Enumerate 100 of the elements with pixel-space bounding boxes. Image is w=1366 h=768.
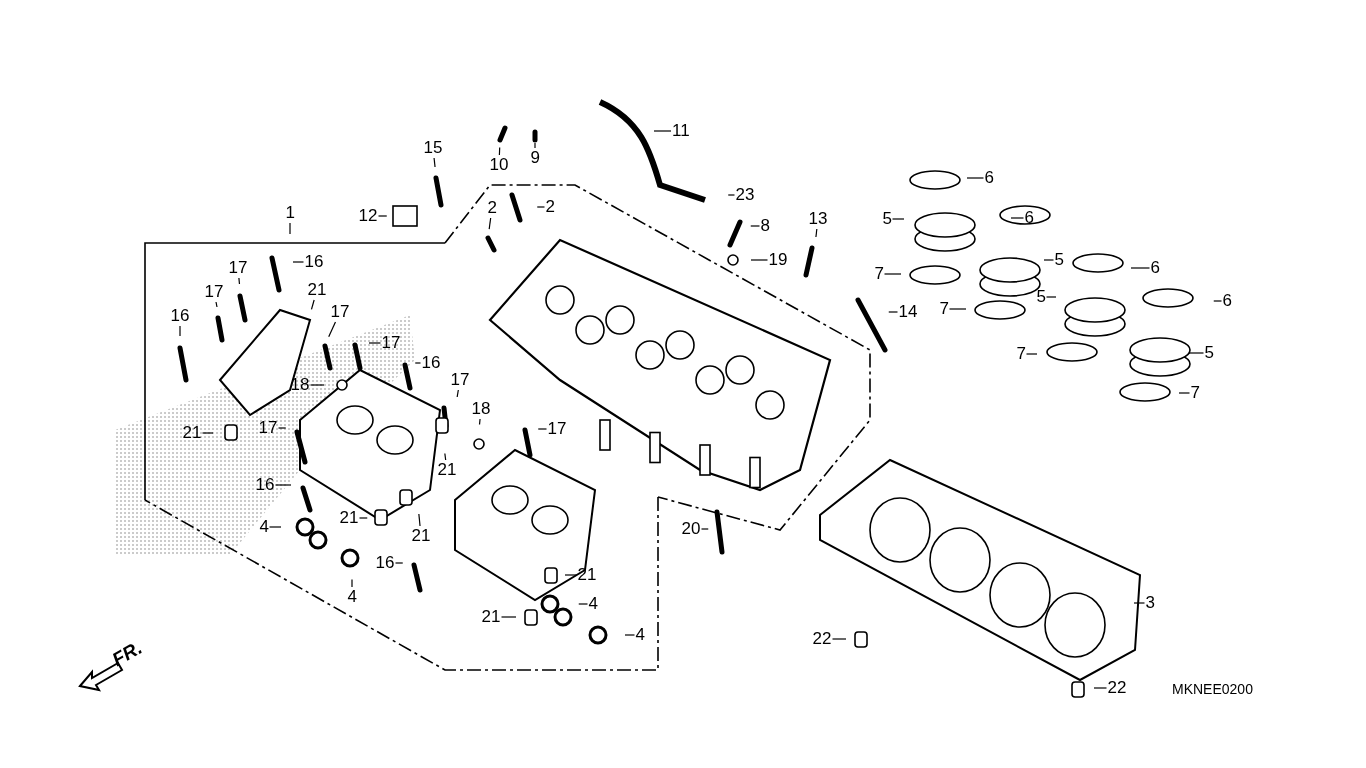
leader-line [1130,267,1151,269]
leader-line [1045,296,1057,298]
callout-number: 17 [258,419,278,437]
callout-number: 21 [577,566,597,584]
callout-number: 13 [808,210,828,228]
leader-line [277,427,287,429]
leader-line [653,130,672,132]
callout-number: 5 [1036,288,1046,306]
callout-number: 7 [874,265,884,283]
callout-number: 17 [204,283,224,301]
leader-line [377,215,388,217]
callout-number: 9 [530,149,540,167]
callout-number: 1 [285,204,295,222]
callout-number: 17 [381,334,401,352]
callout-number: 4 [259,518,269,536]
leader-line [815,228,818,238]
leader-line [328,321,337,338]
leader-line [536,206,546,208]
leader-line [498,146,501,156]
callout-number: 23 [735,186,755,204]
callout-number: 7 [939,300,949,318]
leader-line [537,428,548,430]
callout-number: 15 [423,139,443,157]
diagram-code: MKNEE0200 [1172,681,1253,697]
leader-line [456,389,459,398]
leader-line [578,603,589,605]
leader-line [1133,602,1146,604]
leader-line [1010,217,1025,219]
leader-line [488,217,492,230]
callout-number: 16 [170,307,190,325]
leader-line [1188,352,1205,354]
leader-line [351,578,353,588]
callout-number: 2 [487,199,497,217]
leader-line [478,418,481,426]
leader-line [1213,300,1223,302]
leader-line [309,384,325,386]
callout-number: 6 [1222,292,1232,310]
leader-line [624,634,636,636]
leader-line [179,325,181,337]
callout-number: 6 [1150,259,1160,277]
leader-line [700,528,709,530]
leader-line [564,574,578,576]
leader-line [368,342,382,344]
callout-number: 21 [307,281,327,299]
direction-label: FR. [108,636,147,672]
callout-number: 17 [330,303,350,321]
callout-number: 12 [358,207,378,225]
callout-number: 18 [471,400,491,418]
leader-line [948,308,967,310]
leader-line [310,299,315,310]
leader-line [238,277,241,285]
leader-line [215,301,218,308]
callout-number: 5 [882,210,892,228]
leader-line [292,261,305,263]
callout-number: 19 [768,251,788,269]
callout-number: 6 [1024,209,1034,227]
leader-line [1043,259,1055,261]
callout-number: 2 [545,198,555,216]
callout-number: 20 [681,520,701,538]
callout-number: 5 [1204,344,1214,362]
leader-line [883,273,902,275]
callout-number: 21 [437,461,457,479]
callout-number: 22 [1107,679,1127,697]
leader-line [966,177,985,179]
callout-number: 16 [375,554,395,572]
leader-line [534,142,536,149]
callout-number: 4 [635,626,645,644]
leader-line [750,225,761,227]
leader-line [831,638,847,640]
callout-number: 16 [255,476,275,494]
callout-number: 3 [1145,594,1155,612]
callout-number: 21 [339,509,359,527]
leader-line [750,259,769,261]
callout-number: 17 [450,371,470,389]
callout-number: 5 [1054,251,1064,269]
callout-number: 6 [984,169,994,187]
callout-number: 7 [1190,384,1200,402]
leader-line [201,432,214,434]
leader-line [1178,392,1191,394]
callout-number: 11 [672,122,690,140]
callout-number: 22 [812,630,832,648]
callout-number: 8 [760,217,770,235]
callout-number: 18 [290,376,310,394]
leader-line [500,616,517,618]
callout-number: 4 [588,595,598,613]
callout-number: 16 [304,253,324,271]
leader-line [433,157,436,168]
leader-line [358,517,368,519]
callout-number: 7 [1016,345,1026,363]
callout-number: 17 [547,420,567,438]
callout-number: 4 [347,588,357,606]
leader-line [418,513,421,527]
leader-line [888,311,899,313]
callout-number: 21 [411,527,431,545]
callout-number: 10 [489,156,509,174]
leader-line [394,562,404,564]
callout-number: 21 [182,424,202,442]
leader-line [289,222,291,235]
callout-number: 17 [228,259,248,277]
leader-line [727,194,736,196]
